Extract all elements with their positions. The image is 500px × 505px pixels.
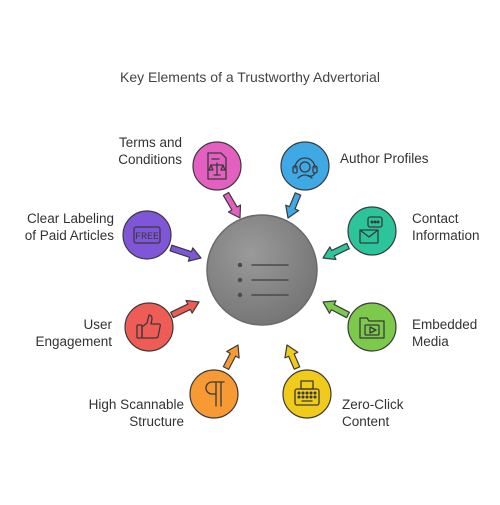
label-author-profiles: Author Profiles xyxy=(340,151,429,166)
label-clear-labeling-of-paid-articles: Clear Labeling of Paid Articles xyxy=(24,211,114,243)
node-author-profiles xyxy=(280,141,330,191)
pilcrow-icon xyxy=(205,381,225,407)
label-zero-click-content: Zero-Click Content xyxy=(342,397,404,429)
scales-document-icon xyxy=(207,152,227,180)
free-tag-icon: FREE xyxy=(133,226,161,244)
node-terms-and-conditions xyxy=(192,141,242,191)
arrow-clear-labeling-of-paid-articles xyxy=(169,244,202,262)
node-high-scannable-structure xyxy=(189,369,239,419)
free-tag-text: FREE xyxy=(135,232,159,243)
node-contact-information xyxy=(347,206,397,256)
diagram-title: Key Elements of a Trustworthy Advertoria… xyxy=(120,69,380,85)
label-embedded-media: Embedded Media xyxy=(412,317,478,349)
arrow-contact-information xyxy=(322,242,350,261)
node-zero-click-content xyxy=(282,369,332,419)
thumbs-up-icon xyxy=(136,314,161,339)
label-user-engagement: User Engagement xyxy=(35,317,112,349)
arrow-author-profiles xyxy=(285,192,302,219)
typewriter-icon xyxy=(294,380,320,406)
media-folder-icon xyxy=(359,317,385,339)
node-embedded-media xyxy=(347,302,397,352)
arrow-user-engagement xyxy=(170,299,200,319)
label-high-scannable-structure: High Scannable Structure xyxy=(88,397,184,429)
arrow-high-scannable-structure xyxy=(222,344,240,370)
node-clear-labeling-of-paid-articles: FREE xyxy=(122,210,172,260)
list-icon xyxy=(237,262,289,298)
arrow-terms-and-conditions xyxy=(222,191,242,219)
arrow-zero-click-content xyxy=(284,344,301,370)
arrow-embedded-media xyxy=(322,300,350,319)
label-contact-information: Contact Information xyxy=(412,211,480,243)
label-terms-and-conditions: Terms and Conditions xyxy=(118,135,182,167)
node-user-engagement xyxy=(124,302,174,352)
headset-person-icon xyxy=(292,157,318,179)
center-circle xyxy=(206,214,318,326)
envelope-chat-icon xyxy=(359,216,383,244)
